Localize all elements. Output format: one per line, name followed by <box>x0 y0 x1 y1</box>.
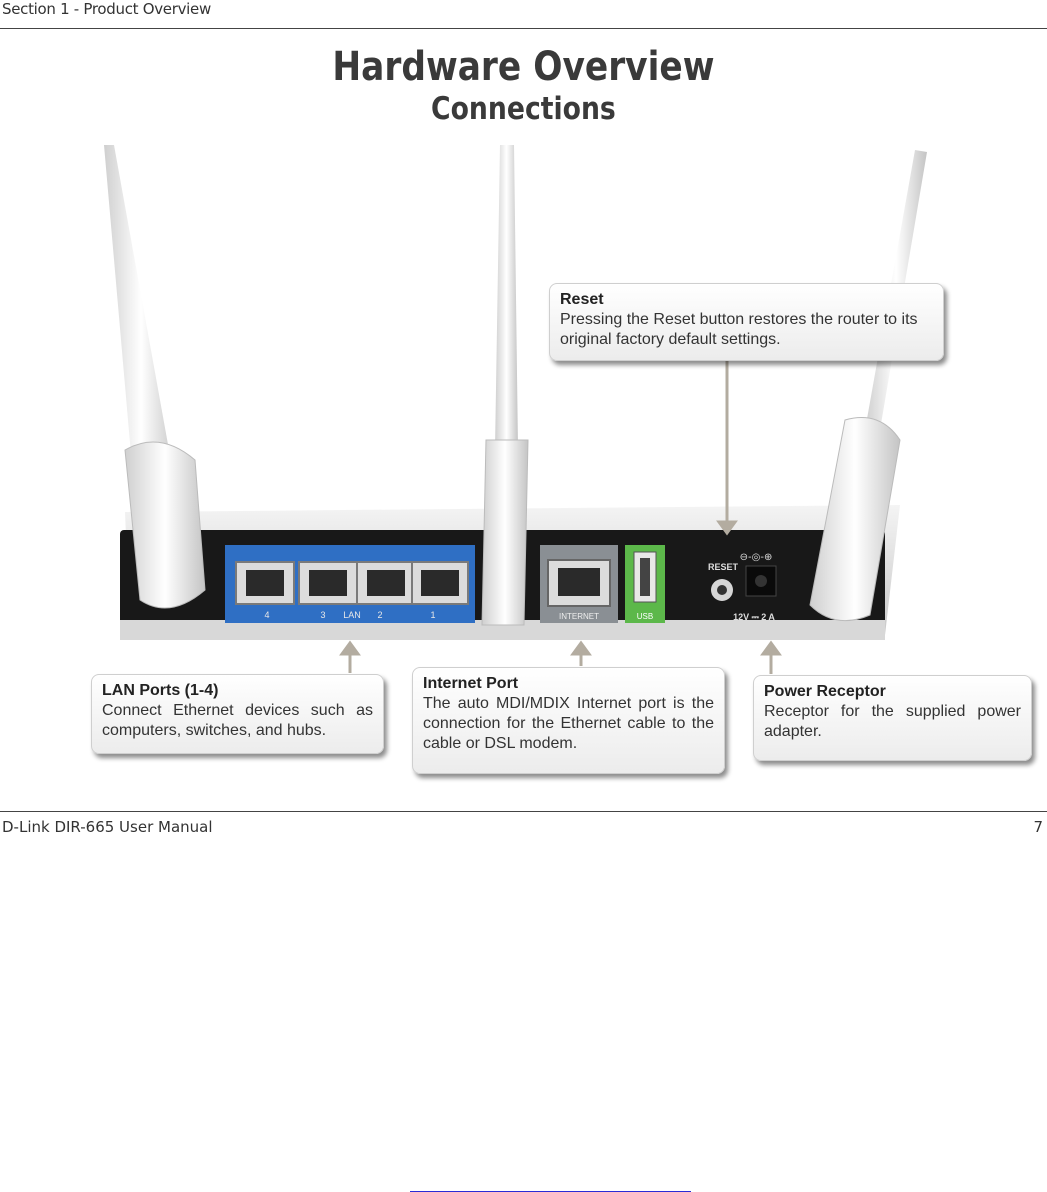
lan-callout: LAN Ports (1-4) Connect Ethernet devices… <box>91 674 384 754</box>
header-rule <box>0 28 1047 29</box>
reset-button <box>717 585 727 595</box>
internet-callout-text: The auto MDI/MDIX Internet port is the c… <box>423 695 714 752</box>
power-callout-heading: Power Receptor <box>764 683 886 700</box>
section-header: Section 1 - Product Overview <box>2 0 211 18</box>
internet-label: INTERNET <box>559 612 599 621</box>
internet-arrow-head <box>570 640 592 656</box>
antenna-right <box>809 150 927 622</box>
reset-callout: Reset Pressing the Reset button restores… <box>549 283 944 361</box>
lan-label: LAN <box>343 610 361 620</box>
lan-number-2: 2 <box>377 610 382 620</box>
footer-manual-title: D-Link DIR-665 User Manual <box>2 818 213 836</box>
lan-number-1: 1 <box>430 610 435 620</box>
reset-callout-text: Pressing the Reset button restores the r… <box>560 311 918 348</box>
page-number: 7 <box>1033 818 1043 836</box>
power-callout-text: Receptor for the supplied power adapter. <box>764 703 1021 740</box>
antenna-left <box>104 145 206 609</box>
lan-callout-text: Connect Ethernet devices such as compute… <box>102 702 373 739</box>
lan-number-3: 3 <box>320 610 325 620</box>
power-callout: Power Receptor Receptor for the supplied… <box>753 675 1032 761</box>
reset-label: RESET <box>708 562 739 572</box>
internet-callout: Internet Port The auto MDI/MDIX Internet… <box>412 667 725 774</box>
reset-callout-heading: Reset <box>560 291 604 308</box>
lan-callout-heading: LAN Ports (1-4) <box>102 682 219 699</box>
page-title: Hardware Overview <box>332 44 715 90</box>
lan-arrow-head <box>339 640 361 656</box>
page-subtitle: Connections <box>431 91 616 127</box>
svg-text:⊖-◎-⊕: ⊖-◎-⊕ <box>740 552 773 563</box>
usb-label: USB <box>637 612 653 621</box>
power-rating: 12V ⎓ 2 A <box>733 612 775 622</box>
footer-rule <box>0 811 1047 812</box>
lan-number-4: 4 <box>264 610 269 620</box>
internet-callout-heading: Internet Port <box>423 675 519 692</box>
antenna-center <box>481 145 529 626</box>
reset-arrow-head <box>716 520 738 536</box>
power-arrow-head <box>760 640 782 656</box>
